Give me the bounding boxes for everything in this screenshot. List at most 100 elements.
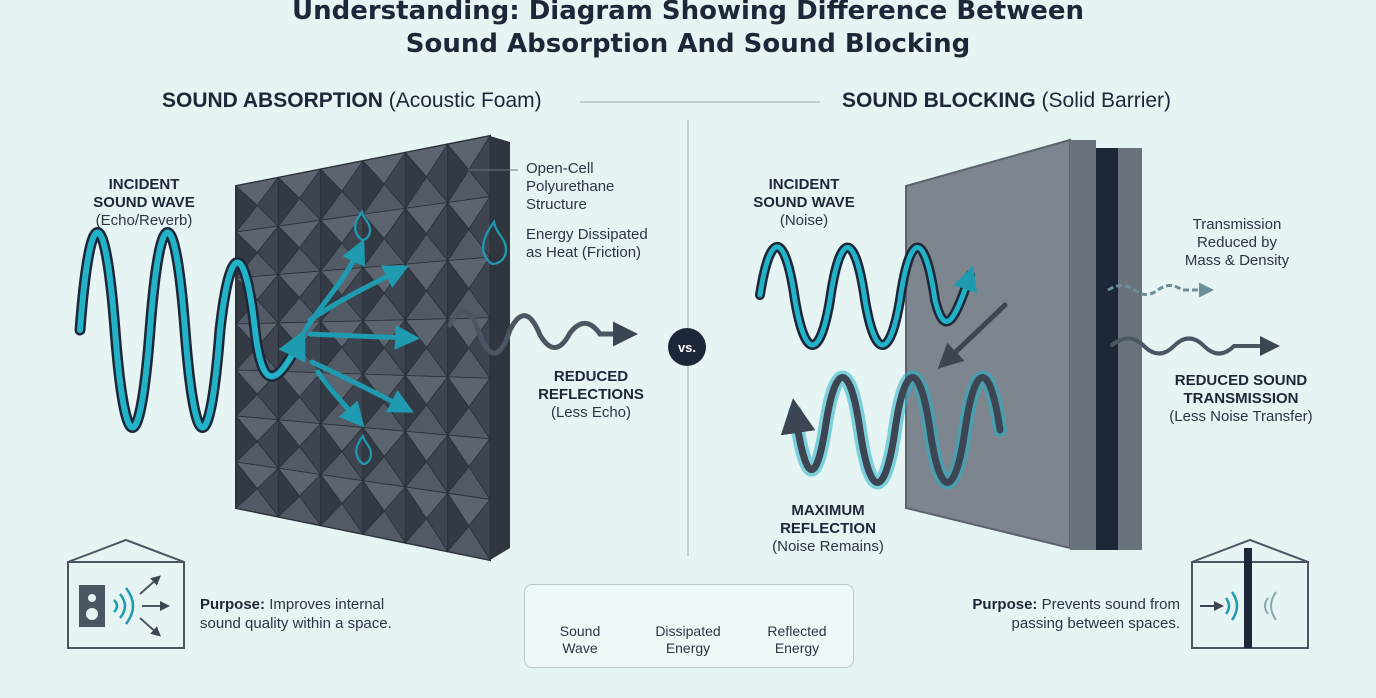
page-title-line-1: Understanding: Diagram Showing Differenc… bbox=[291, 0, 1085, 26]
absorption-heading-rest: (Acoustic Foam) bbox=[388, 89, 542, 112]
foam-pyramid-face bbox=[362, 266, 385, 323]
maximum-reflection-subtitle: (Noise Remains) bbox=[772, 538, 884, 555]
transmission-label-3: Mass & Density bbox=[1184, 252, 1290, 269]
reduced-reflections-subtitle: (Less Echo) bbox=[550, 404, 632, 421]
foam-pyramid-face bbox=[447, 201, 470, 262]
foam-pyramid-face bbox=[235, 185, 258, 234]
blocking-heading-bold: SOUND BLOCKING bbox=[842, 89, 1036, 112]
vs-badge: vs. bbox=[668, 328, 706, 366]
legend-reflected-text-2: Energy bbox=[774, 640, 820, 656]
maximum-reflection-title-2: REFLECTION bbox=[780, 520, 876, 537]
reflection-direction-arrow bbox=[937, 302, 1008, 369]
absorption-heading-bold: SOUND ABSORPTION bbox=[162, 89, 383, 112]
legend-reflected-text-1: Reflected bbox=[767, 623, 827, 639]
foam-pyramid-face bbox=[447, 375, 470, 437]
absorption-incident-subtitle: (Echo/Reverb) bbox=[95, 212, 193, 229]
absorption-purpose-label: Purpose: bbox=[200, 596, 266, 613]
foam-pyramid-face bbox=[404, 429, 428, 489]
blocking-incident-title-2: SOUND WAVE bbox=[753, 194, 855, 211]
absorption-incident-title-1: INCIDENT bbox=[108, 176, 180, 193]
structure-label-3: Structure bbox=[526, 196, 587, 213]
foam-pyramid-face bbox=[404, 151, 428, 210]
transmission-reduced-label: Transmission Reduced by Mass & Density bbox=[1172, 216, 1302, 270]
blocking-purpose-line-1: Prevents sound from bbox=[1041, 596, 1180, 613]
maximum-reflection-label: MAXIMUM REFLECTION (Noise Remains) bbox=[762, 502, 894, 556]
room-speaker-icon bbox=[67, 538, 185, 649]
page-title-line-2: Sound Absorption And Sound Blocking bbox=[405, 29, 971, 59]
foam-pyramid-face bbox=[447, 143, 470, 204]
reduced-transmission-subtitle: (Less Noise Transfer) bbox=[1169, 408, 1313, 425]
foam-pyramid-face bbox=[404, 262, 428, 322]
energy-dissipated-label: Energy Dissipated as Heat (Friction) bbox=[526, 226, 648, 262]
reduced-transmission-wave bbox=[1110, 336, 1280, 356]
transmission-label-2: Reduced by bbox=[1196, 234, 1278, 251]
foam-pyramid-face bbox=[235, 322, 258, 372]
legend-sound-wave-label: Sound Wave bbox=[540, 623, 620, 657]
flame-icon bbox=[354, 209, 372, 242]
absorption-heading: SOUND ABSORPTION (Acoustic Foam) bbox=[162, 89, 542, 113]
foam-pyramid-face bbox=[277, 273, 301, 325]
foam-pyramid-face bbox=[447, 317, 470, 379]
foam-pyramid-face bbox=[235, 460, 258, 509]
foam-pyramid-face bbox=[320, 219, 343, 273]
legend-reflected-label: Reflected Energy bbox=[752, 623, 842, 657]
foam-pyramid-face bbox=[277, 370, 301, 421]
foam-pyramid-face bbox=[320, 168, 343, 222]
reduced-transmission-title-2: TRANSMISSION bbox=[1183, 390, 1299, 407]
legend-dissipated-label: Dissipated Energy bbox=[644, 623, 732, 657]
foam-pyramid-face bbox=[277, 418, 301, 470]
foam-pyramid-face bbox=[235, 368, 258, 417]
energy-dissipated-label-1: Energy Dissipated bbox=[526, 226, 648, 243]
transmission-label-1: Transmission bbox=[1192, 216, 1282, 233]
flame-icon bbox=[355, 433, 373, 466]
foam-pyramid-face bbox=[277, 467, 301, 518]
structure-label-2: Polyurethane bbox=[526, 178, 615, 195]
reduced-reflections-title-1: REDUCED bbox=[553, 368, 629, 385]
foam-pyramid-face bbox=[447, 259, 470, 321]
legend-box bbox=[524, 584, 854, 668]
acoustic-foam-panel bbox=[235, 134, 510, 562]
absorption-purpose-line-2: sound quality within a space. bbox=[200, 615, 392, 632]
absorption-incident-title-2: SOUND WAVE bbox=[93, 194, 195, 211]
structure-label: Open-Cell Polyurethane Structure bbox=[526, 160, 614, 214]
room-divider-icon bbox=[1191, 538, 1309, 649]
foam-pyramid-face bbox=[404, 485, 428, 544]
legend-dissipated-text-2: Energy bbox=[665, 640, 711, 656]
foam-pyramid-face bbox=[277, 176, 301, 228]
foam-pyramid-face bbox=[404, 207, 428, 266]
foam-pyramid-face bbox=[235, 414, 258, 463]
legend-sound-wave-text-2: Wave bbox=[562, 640, 598, 656]
foam-pyramid-face bbox=[277, 225, 301, 276]
structure-label-1: Open-Cell bbox=[526, 160, 594, 177]
legend-dissipated-text-1: Dissipated bbox=[655, 623, 721, 639]
legend-sound-wave-text-1: Sound bbox=[559, 623, 601, 639]
solid-barrier bbox=[905, 138, 1142, 550]
absorption-incident-label: INCIDENT SOUND WAVE (Echo/Reverb) bbox=[84, 176, 204, 230]
absorption-dissipation-arrows bbox=[302, 238, 420, 428]
reduced-transmission-title-1: REDUCED SOUND bbox=[1174, 372, 1308, 389]
blocking-incident-subtitle: (Noise) bbox=[779, 212, 829, 229]
foam-pyramid-face bbox=[320, 473, 343, 527]
blocking-incident-label: INCIDENT SOUND WAVE (Noise) bbox=[744, 176, 864, 230]
foam-pyramid-face bbox=[320, 422, 343, 476]
blocking-incident-title-1: INCIDENT bbox=[768, 176, 840, 193]
blocking-purpose-label: Purpose: bbox=[972, 596, 1038, 613]
absorption-purpose: Purpose: Improves internal sound quality… bbox=[200, 595, 392, 633]
energy-dissipated-label-2: as Heat (Friction) bbox=[526, 244, 642, 261]
foam-pyramid-face bbox=[447, 491, 470, 553]
foam-pyramid-face bbox=[362, 479, 385, 536]
blocking-heading-rest: (Solid Barrier) bbox=[1041, 89, 1172, 112]
blocking-heading: SOUND BLOCKING (Solid Barrier) bbox=[842, 89, 1171, 113]
blocking-purpose: Purpose: Prevents sound from passing bet… bbox=[950, 595, 1180, 633]
foam-pyramid-face bbox=[362, 426, 385, 482]
foam-pyramid-face bbox=[447, 433, 470, 495]
foam-pyramid-face bbox=[362, 159, 385, 216]
reduced-reflections-label: REDUCED REFLECTIONS (Less Echo) bbox=[526, 368, 656, 422]
flame-icon bbox=[482, 219, 508, 266]
blocking-purpose-line-2: passing between spaces. bbox=[1011, 615, 1180, 632]
reduced-reflections-title-2: REFLECTIONS bbox=[538, 386, 644, 403]
reduced-reflection-wave bbox=[447, 308, 638, 356]
reduced-transmission-label: REDUCED SOUND TRANSMISSION (Less Noise T… bbox=[1160, 372, 1322, 426]
